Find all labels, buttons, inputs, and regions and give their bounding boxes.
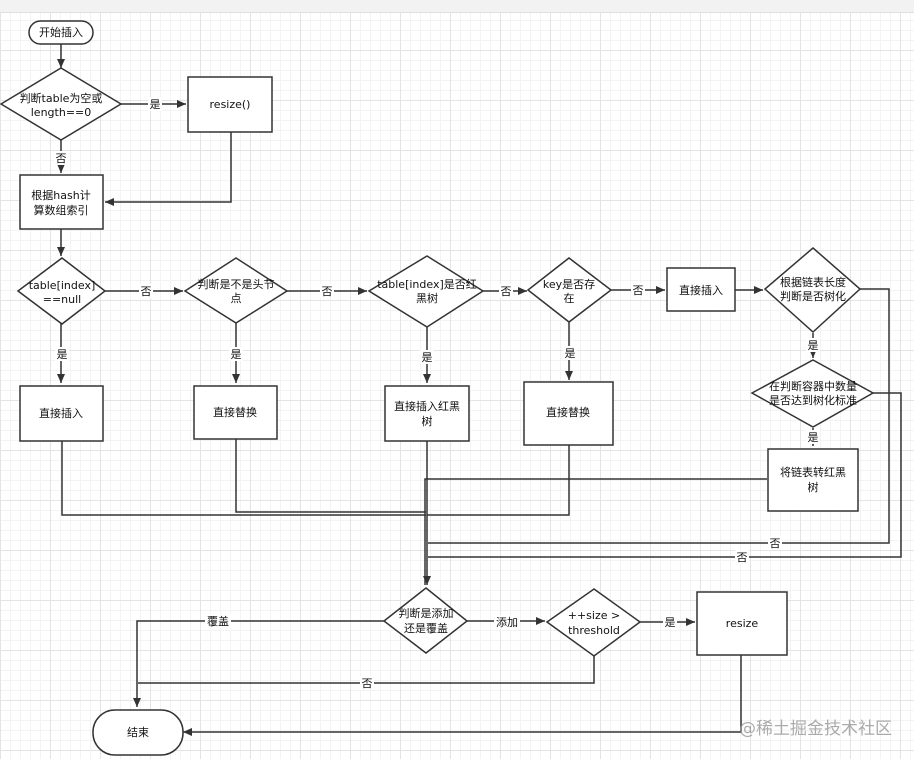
node-insert-rbtree-line1: 直接插入红黑 [394, 399, 460, 413]
node-check-threshold-line2: threshold [568, 624, 620, 637]
label-capacity-yes: 是 [808, 431, 819, 444]
node-resize1[interactable]: resize() [187, 76, 273, 133]
edge-merge-list-to-tree [424, 478, 767, 585]
label-check-key-no: 否 [633, 284, 644, 297]
edge-labels: 是 否 否 否 否 否 是 是 是 是 是 是 否 否 覆盖 添加 是 否 [54, 97, 820, 690]
label-treeify-no: 否 [770, 537, 781, 550]
edge-resize2-to-end [183, 655, 742, 736]
node-check-treeify[interactable]: 根据链表长度 判断是否树化 [763, 247, 862, 334]
node-check-head-line2: 点 [231, 292, 242, 305]
canvas-top-bar [0, 0, 914, 13]
node-check-table-line2: length==0 [31, 106, 92, 119]
node-check-treeify-line1: 根据链表长度 [780, 275, 846, 289]
label-check-head-no: 否 [322, 285, 333, 298]
label-check-key-yes: 是 [565, 347, 576, 360]
label-check-head-yes: 是 [231, 348, 242, 361]
node-check-treeify-line2: 判断是否树化 [780, 289, 846, 303]
node-resize2[interactable]: resize [696, 591, 788, 656]
node-check-table[interactable]: 判断table为空或 length==0 [0, 67, 123, 141]
node-resize2-label: resize [726, 617, 759, 630]
edge-merge-insert1 [61, 441, 426, 516]
node-check-head-line1: 判断是不是头节 [198, 277, 275, 291]
edge-treeify-no [428, 288, 890, 544]
node-check-tree-line2: 黑树 [416, 291, 438, 305]
node-check-add[interactable]: 判断是添加 还是覆盖 [382, 587, 469, 654]
edge-add-overwrite [133, 620, 384, 707]
edge-capacity-no [428, 392, 902, 558]
label-treeify-yes: 是 [808, 339, 819, 352]
label-threshold-no: 否 [362, 677, 373, 690]
node-list-to-tree-line2: 树 [808, 480, 819, 494]
node-check-null[interactable]: table[index] ==null [16, 257, 107, 325]
label-overwrite: 覆盖 [207, 614, 229, 628]
node-check-key[interactable]: key是否存 在 [526, 257, 613, 323]
node-check-null-line2: ==null [43, 293, 82, 306]
node-direct-replace1-label: 直接替换 [213, 405, 257, 419]
node-end-label: 结束 [127, 726, 149, 739]
node-insert-rbtree-line2: 树 [422, 414, 433, 428]
node-calc-index-line2: 算数组索引 [34, 203, 89, 217]
node-check-add-line1: 判断是添加 [399, 606, 454, 620]
node-direct-insert-list[interactable]: 直接插入 [666, 267, 736, 312]
node-direct-replace2-label: 直接替换 [546, 405, 590, 419]
label-check-table-yes: 是 [150, 98, 161, 111]
node-direct-replace2[interactable]: 直接替换 [523, 381, 614, 446]
node-check-key-line2: 在 [564, 292, 575, 305]
node-calc-index[interactable]: 根据hash计 算数组索引 [19, 174, 104, 230]
edge-merge-replace1 [235, 439, 426, 513]
label-capacity-no: 否 [737, 551, 748, 564]
node-check-add-line2: 还是覆盖 [404, 621, 448, 635]
node-list-to-tree[interactable]: 将链表转红黑 树 [767, 448, 859, 512]
node-direct-insert-list-label: 直接插入 [679, 283, 723, 297]
edge-threshold-no [138, 656, 595, 684]
node-end[interactable]: 结束 [92, 709, 184, 756]
node-direct-replace1[interactable]: 直接替换 [193, 385, 278, 440]
edge-resize1-to-calc [105, 132, 232, 206]
label-threshold-yes: 是 [665, 616, 676, 629]
node-check-threshold-line1: ++size > [568, 609, 620, 622]
node-direct-insert1[interactable]: 直接插入 [19, 385, 104, 442]
node-direct-insert1-label: 直接插入 [39, 406, 83, 420]
node-check-tree-line1: table[index]是否红 [377, 278, 477, 291]
label-check-tree-yes: 是 [422, 351, 433, 364]
node-check-key-line1: key是否存 [543, 277, 595, 291]
label-check-tree-no: 否 [501, 285, 512, 298]
node-start-label: 开始插入 [39, 25, 83, 39]
node-check-table-line1: 判断table为空或 [20, 91, 103, 105]
node-check-capacity-line1: 在判断容器中数量 [769, 379, 857, 393]
node-start[interactable]: 开始插入 [28, 20, 94, 45]
node-check-tree[interactable]: table[index]是否红 黑树 [367, 255, 485, 328]
node-check-threshold[interactable]: ++size > threshold [545, 588, 642, 657]
watermark: @稀土掘金技术社区 [739, 719, 892, 739]
nodes: 开始插入 判断table为空或 length==0 resize() 根据has… [0, 20, 875, 756]
label-check-null-yes: 是 [57, 348, 68, 361]
node-check-capacity-line2: 是否达到树化标准 [769, 393, 857, 407]
node-list-to-tree-line1: 将链表转红黑 [780, 465, 846, 479]
node-check-capacity[interactable]: 在判断容器中数量 是否达到树化标准 [750, 359, 875, 428]
node-resize1-label: resize() [210, 98, 251, 111]
node-calc-index-line1: 根据hash计 [31, 188, 90, 202]
label-check-null-no: 否 [141, 285, 152, 298]
node-check-null-line1: table[index] [29, 279, 96, 292]
label-add: 添加 [496, 615, 518, 629]
edge-merge-replace2 [427, 445, 570, 516]
node-insert-rbtree[interactable]: 直接插入红黑 树 [384, 385, 470, 442]
node-check-head[interactable]: 判断是不是头节 点 [183, 257, 289, 324]
label-check-table-no: 否 [56, 152, 67, 165]
